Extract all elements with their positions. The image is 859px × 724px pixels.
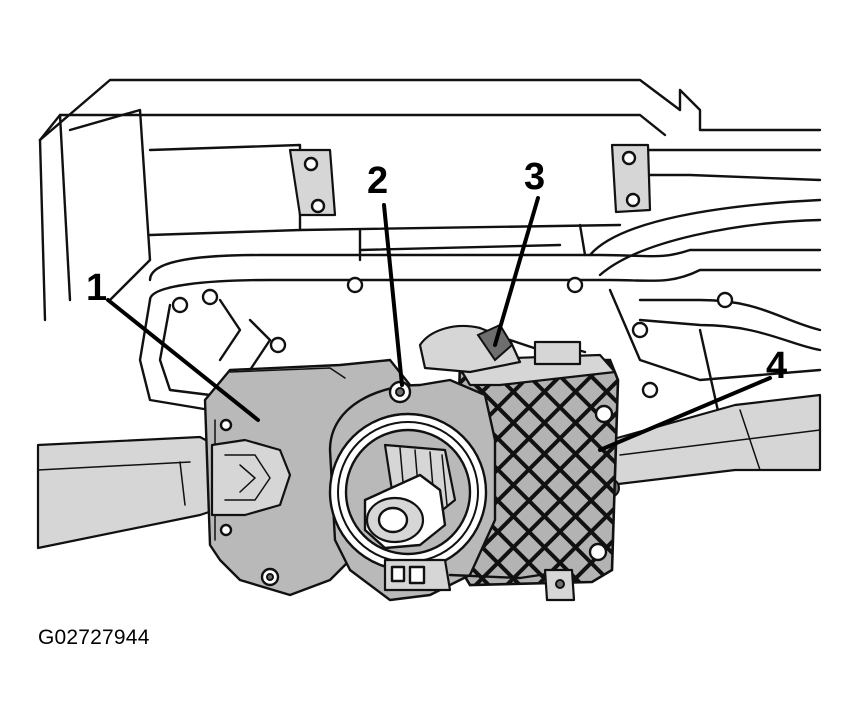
right-stalk: [600, 393, 822, 498]
callout-4: 4: [766, 345, 787, 387]
wiring-connector: [418, 323, 587, 374]
leader-line-4: [598, 376, 772, 452]
figure-reference-code: G02727944: [38, 626, 150, 649]
callout-2: 2: [367, 160, 388, 202]
callout-1: 1: [86, 267, 107, 309]
leader-line-2: [382, 203, 404, 387]
leader-line-1: [106, 298, 260, 422]
steering-column-hub: [328, 378, 576, 602]
dashboard-background: [38, 78, 822, 422]
callout-3: 3: [524, 156, 545, 198]
left-stalk: [36, 435, 217, 550]
leader-line-3: [493, 196, 540, 347]
